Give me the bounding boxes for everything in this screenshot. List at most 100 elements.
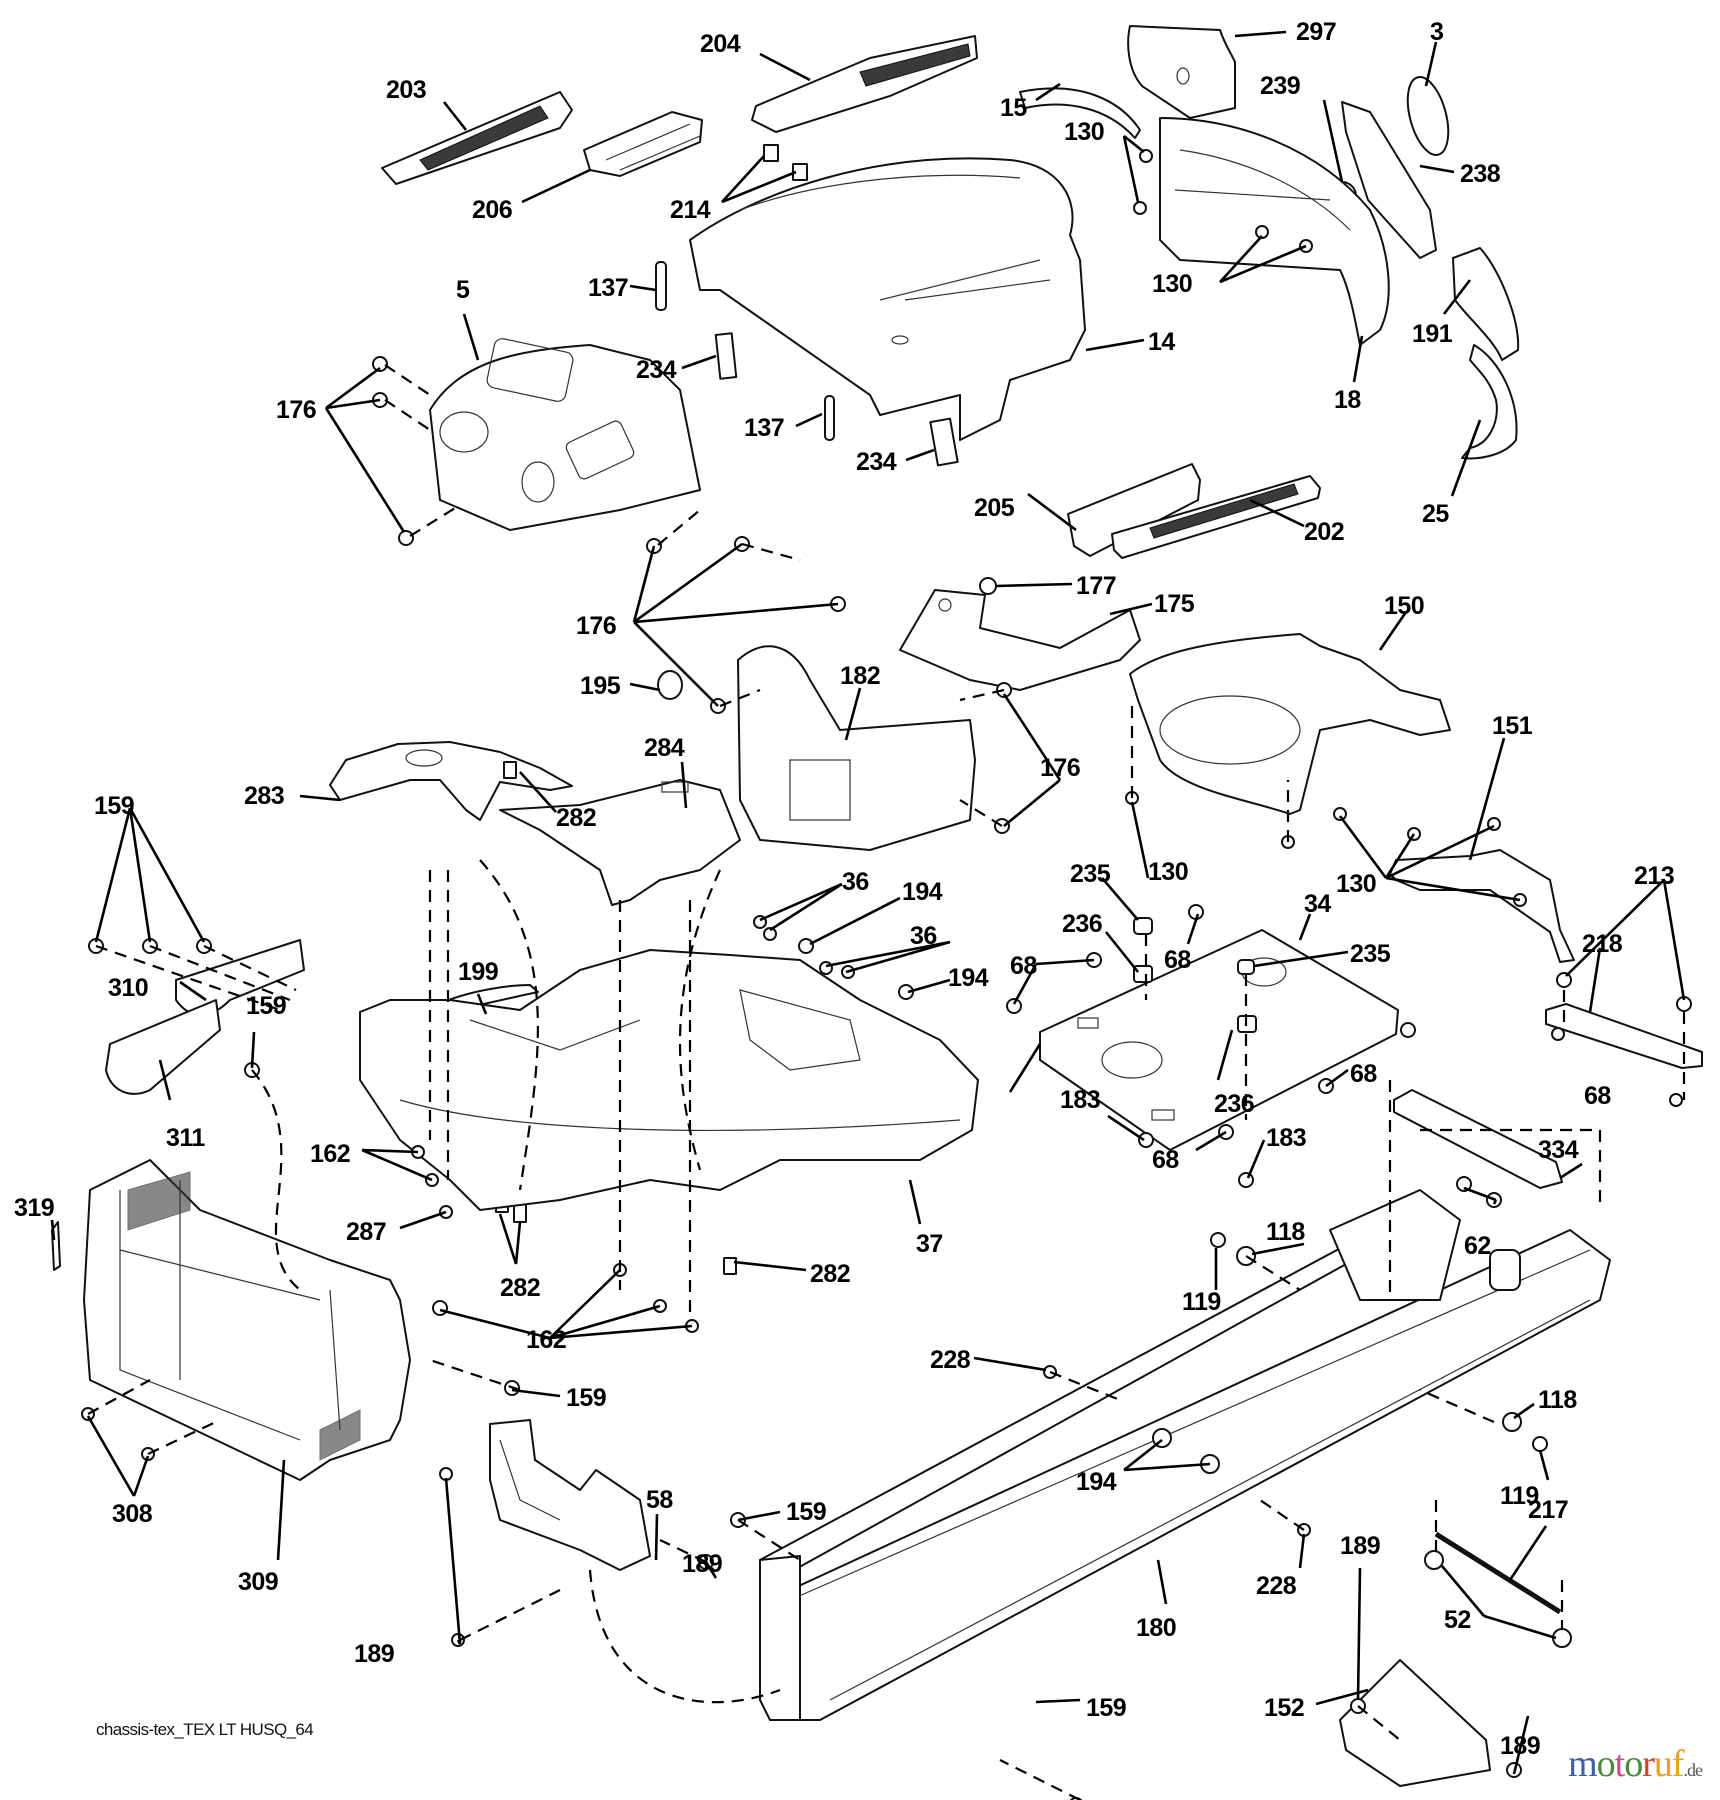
callout-3[interactable]: 3 — [1430, 18, 1444, 46]
callout-194[interactable]: 194 — [902, 878, 943, 906]
callout-195[interactable]: 195 — [580, 672, 621, 700]
part-282-clip — [503, 761, 517, 779]
fastener-183 — [1238, 1172, 1254, 1188]
callout-204[interactable]: 204 — [700, 30, 741, 58]
part-218-bar — [1545, 1003, 1703, 1069]
callout-15[interactable]: 15 — [1000, 94, 1028, 122]
callout-284[interactable]: 284 — [644, 734, 685, 762]
callout-310[interactable]: 310 — [108, 974, 149, 1002]
callout-177[interactable]: 177 — [1076, 572, 1117, 600]
callout-228[interactable]: 228 — [930, 1346, 971, 1374]
callout-36[interactable]: 36 — [842, 868, 869, 896]
callout-319[interactable]: 319 — [14, 1194, 55, 1222]
part-191-cover — [1452, 247, 1520, 361]
callout-152[interactable]: 152 — [1264, 1694, 1305, 1722]
callout-137[interactable]: 137 — [588, 274, 629, 302]
callout-213[interactable]: 213 — [1634, 862, 1675, 890]
callout-68[interactable]: 68 — [1584, 1082, 1612, 1110]
callout-202[interactable]: 202 — [1304, 518, 1345, 546]
callout-150[interactable]: 150 — [1384, 592, 1425, 620]
callout-176[interactable]: 176 — [1040, 754, 1081, 782]
callout-217[interactable]: 217 — [1528, 1496, 1569, 1524]
callout-311[interactable]: 311 — [166, 1124, 206, 1152]
part-137-rod — [655, 261, 667, 311]
callout-309[interactable]: 309 — [238, 1568, 279, 1596]
part-309-grille-frame — [83, 1159, 411, 1481]
callout-205[interactable]: 205 — [974, 494, 1015, 522]
callout-159[interactable]: 159 — [94, 792, 135, 820]
callout-159[interactable]: 159 — [786, 1498, 827, 1526]
callout-297[interactable]: 297 — [1296, 18, 1337, 46]
callout-37[interactable]: 37 — [916, 1230, 943, 1258]
callout-119[interactable]: 119 — [1182, 1288, 1221, 1316]
callout-234[interactable]: 234 — [856, 448, 897, 476]
callout-182[interactable]: 182 — [840, 662, 881, 690]
callout-68[interactable]: 68 — [1152, 1146, 1180, 1174]
callout-118[interactable]: 118 — [1266, 1218, 1306, 1246]
callout-119[interactable]: 119 — [1500, 1482, 1539, 1510]
callout-159[interactable]: 159 — [566, 1384, 607, 1412]
callout-130[interactable]: 130 — [1336, 870, 1377, 898]
callout-151[interactable]: 151 — [1492, 712, 1533, 740]
callout-236[interactable]: 236 — [1214, 1090, 1255, 1118]
callout-176[interactable]: 176 — [276, 396, 317, 424]
callout-234[interactable]: 234 — [636, 356, 677, 384]
callout-189[interactable]: 189 — [354, 1640, 395, 1668]
callout-206[interactable]: 206 — [472, 196, 513, 224]
callout-228[interactable]: 228 — [1256, 1572, 1297, 1600]
callout-238[interactable]: 238 — [1460, 160, 1501, 188]
fastener-68 — [1400, 1022, 1416, 1038]
callout-194[interactable]: 194 — [1076, 1468, 1117, 1496]
callout-5[interactable]: 5 — [456, 276, 471, 304]
callout-118[interactable]: 118 — [1538, 1386, 1578, 1414]
part-297-block — [1127, 25, 1236, 119]
callout-199[interactable]: 199 — [458, 958, 499, 986]
callout-62[interactable]: 62 — [1464, 1232, 1491, 1260]
callout-175[interactable]: 175 — [1154, 590, 1195, 618]
callout-18[interactable]: 18 — [1334, 386, 1362, 414]
callout-283[interactable]: 283 — [244, 782, 285, 810]
callout-58[interactable]: 58 — [646, 1486, 674, 1514]
callout-159[interactable]: 159 — [1086, 1694, 1127, 1722]
callout-189[interactable]: 189 — [1340, 1532, 1381, 1560]
callout-68[interactable]: 68 — [1350, 1060, 1378, 1088]
callout-14[interactable]: 14 — [1148, 328, 1176, 356]
callout-25[interactable]: 25 — [1422, 500, 1450, 528]
callout-183[interactable]: 183 — [1266, 1124, 1307, 1152]
callout-287[interactable]: 287 — [346, 1218, 387, 1246]
callout-130[interactable]: 130 — [1152, 270, 1193, 298]
callout-183[interactable]: 183 — [1060, 1086, 1101, 1114]
callout-334[interactable]: 334 — [1538, 1136, 1579, 1164]
callout-34[interactable]: 34 — [1304, 890, 1332, 918]
part-234-insert — [714, 332, 738, 380]
callout-282[interactable]: 282 — [556, 804, 597, 832]
fastener-130 — [1255, 225, 1269, 239]
callout-194[interactable]: 194 — [948, 964, 989, 992]
callout-180[interactable]: 180 — [1136, 1614, 1177, 1642]
callout-137[interactable]: 137 — [744, 414, 785, 442]
callout-162[interactable]: 162 — [526, 1326, 567, 1354]
callout-52[interactable]: 52 — [1444, 1606, 1471, 1634]
callout-235[interactable]: 235 — [1350, 940, 1391, 968]
callout-189[interactable]: 189 — [1500, 1732, 1541, 1760]
callout-239[interactable]: 239 — [1260, 72, 1301, 100]
callout-203[interactable]: 203 — [386, 76, 427, 104]
callout-282[interactable]: 282 — [500, 1274, 541, 1302]
callout-189[interactable]: 189 — [682, 1550, 723, 1578]
callout-162[interactable]: 162 — [310, 1140, 351, 1168]
callout-176[interactable]: 176 — [576, 612, 617, 640]
callout-159[interactable]: 159 — [246, 992, 287, 1020]
callout-236[interactable]: 236 — [1062, 910, 1103, 938]
callout-235[interactable]: 235 — [1070, 860, 1111, 888]
watermark-logo: motoruf.de — [1568, 1742, 1703, 1786]
callout-68[interactable]: 68 — [1164, 946, 1192, 974]
callout-130[interactable]: 130 — [1148, 858, 1189, 886]
callout-282[interactable]: 282 — [810, 1260, 851, 1288]
callout-130[interactable]: 130 — [1064, 118, 1105, 146]
callout-191[interactable]: 191 — [1412, 320, 1453, 348]
callout-218[interactable]: 218 — [1582, 930, 1623, 958]
callout-68[interactable]: 68 — [1010, 952, 1038, 980]
callout-36[interactable]: 36 — [910, 922, 937, 950]
callout-214[interactable]: 214 — [670, 196, 711, 224]
callout-308[interactable]: 308 — [112, 1500, 153, 1528]
